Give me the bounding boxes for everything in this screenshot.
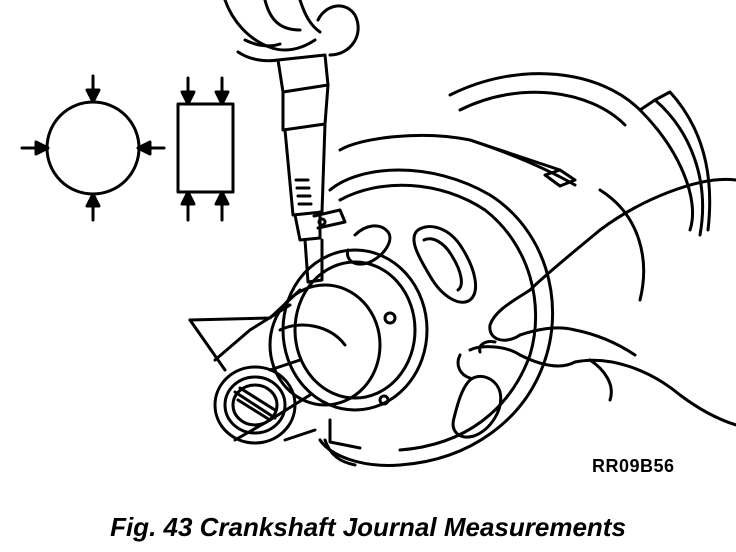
figure-reference-code: RR09B56: [592, 456, 675, 476]
crank-flange: [318, 168, 555, 467]
hand-lower: [456, 177, 736, 427]
crankshaft-illustration: [20, 0, 736, 467]
crank-snout: [213, 358, 317, 445]
circle-measurement-icon: [20, 74, 166, 222]
counterweight: [338, 72, 712, 302]
figure-caption: Fig. 43 Crankshaft Journal Measurements: [110, 512, 626, 542]
micrometer-icon: [276, 53, 347, 284]
rectangle-measurement-icon: [176, 76, 235, 222]
hand-upper: [223, 0, 360, 63]
